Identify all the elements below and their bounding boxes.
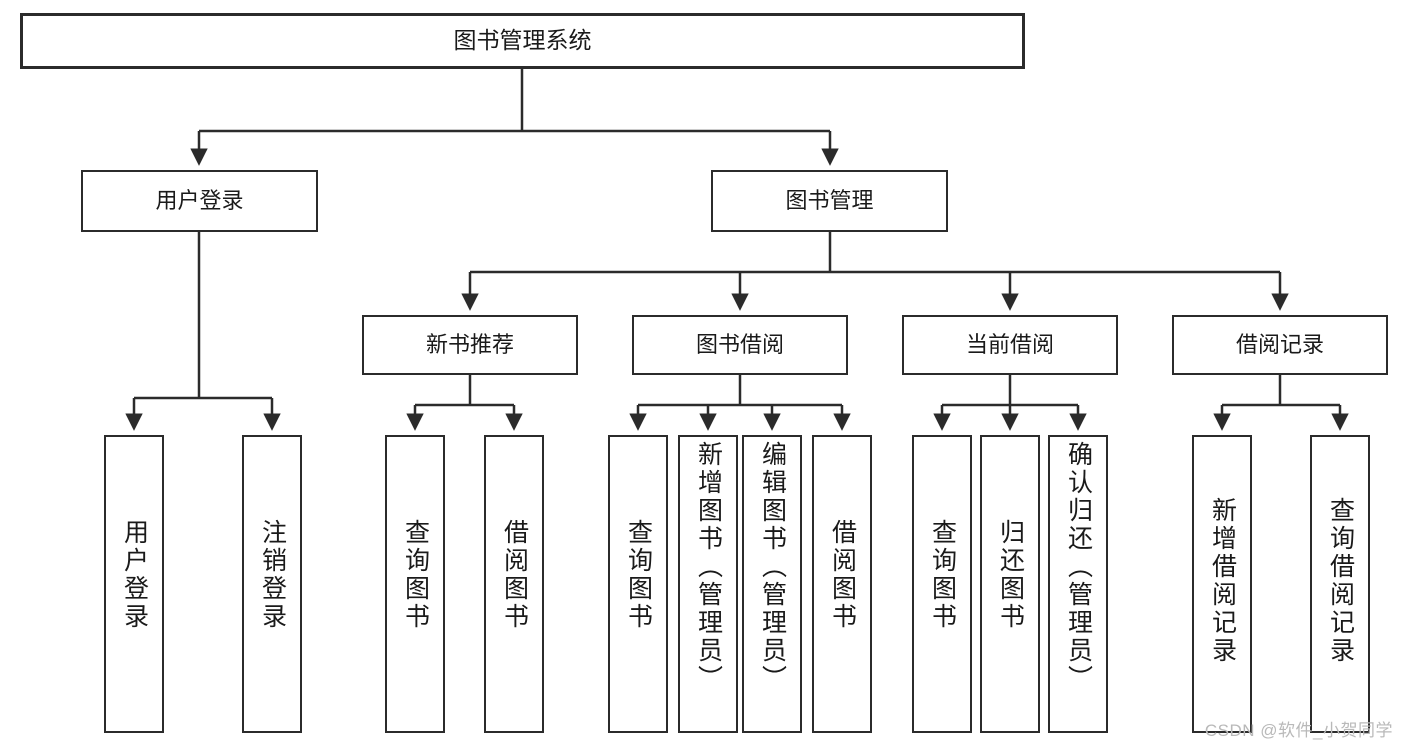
node-leaf-query-book-borrow[interactable]: 查询图书 xyxy=(608,435,668,733)
node-label: 借阅图书 xyxy=(828,519,857,631)
node-leaf-add-book[interactable]: 新增图书（管理员） xyxy=(678,435,738,733)
node-book-manage[interactable]: 图书管理 xyxy=(711,170,948,232)
node-leaf-query-book-recommend[interactable]: 查询图书 xyxy=(385,435,445,733)
node-leaf-user-logout[interactable]: 注销登录 xyxy=(242,435,302,733)
node-leaf-borrow-book-recommend[interactable]: 借阅图书 xyxy=(484,435,544,733)
node-borrow-record[interactable]: 借阅记录 xyxy=(1172,315,1388,375)
node-label: 查询借阅记录 xyxy=(1326,497,1355,665)
node-label: 归还图书 xyxy=(996,519,1025,631)
node-label: 新增借阅记录 xyxy=(1208,497,1237,665)
node-label: 查询图书 xyxy=(401,519,430,631)
node-leaf-confirm-return[interactable]: 确认归还（管理员） xyxy=(1048,435,1108,733)
node-label: 用户登录 xyxy=(120,519,149,631)
node-label: 用户登录 xyxy=(155,187,244,213)
node-book-management-system[interactable]: 图书管理系统 xyxy=(20,13,1025,69)
node-label: 图书借阅 xyxy=(695,331,784,357)
node-leaf-edit-book[interactable]: 编辑图书（管理员） xyxy=(742,435,802,733)
node-label: 借阅图书 xyxy=(500,519,529,631)
node-label: 编辑图书（管理员） xyxy=(758,441,787,693)
node-label: 图书管理系统 xyxy=(453,27,592,54)
node-new-book-recommend[interactable]: 新书推荐 xyxy=(362,315,578,375)
node-label: 确认归还（管理员） xyxy=(1064,441,1093,693)
node-leaf-query-borrow-record[interactable]: 查询借阅记录 xyxy=(1310,435,1370,733)
node-user-login[interactable]: 用户登录 xyxy=(81,170,318,232)
csdn-watermark: CSDN @软件_小贺同学 xyxy=(1204,721,1393,740)
node-leaf-user-login[interactable]: 用户登录 xyxy=(104,435,164,733)
node-current-borrow[interactable]: 当前借阅 xyxy=(902,315,1118,375)
node-leaf-return-book[interactable]: 归还图书 xyxy=(980,435,1040,733)
node-label: 新增图书（管理员） xyxy=(694,441,723,693)
node-label: 新书推荐 xyxy=(425,331,514,357)
node-label: 当前借阅 xyxy=(965,331,1054,357)
node-label: 图书管理 xyxy=(785,187,874,213)
node-book-borrow[interactable]: 图书借阅 xyxy=(632,315,848,375)
node-leaf-borrow-book[interactable]: 借阅图书 xyxy=(812,435,872,733)
node-leaf-query-book-current[interactable]: 查询图书 xyxy=(912,435,972,733)
node-label: 注销登录 xyxy=(258,519,287,631)
node-label: 查询图书 xyxy=(624,519,653,631)
node-leaf-add-borrow-record[interactable]: 新增借阅记录 xyxy=(1192,435,1252,733)
node-label: 查询图书 xyxy=(928,519,957,631)
node-label: 借阅记录 xyxy=(1235,331,1324,357)
